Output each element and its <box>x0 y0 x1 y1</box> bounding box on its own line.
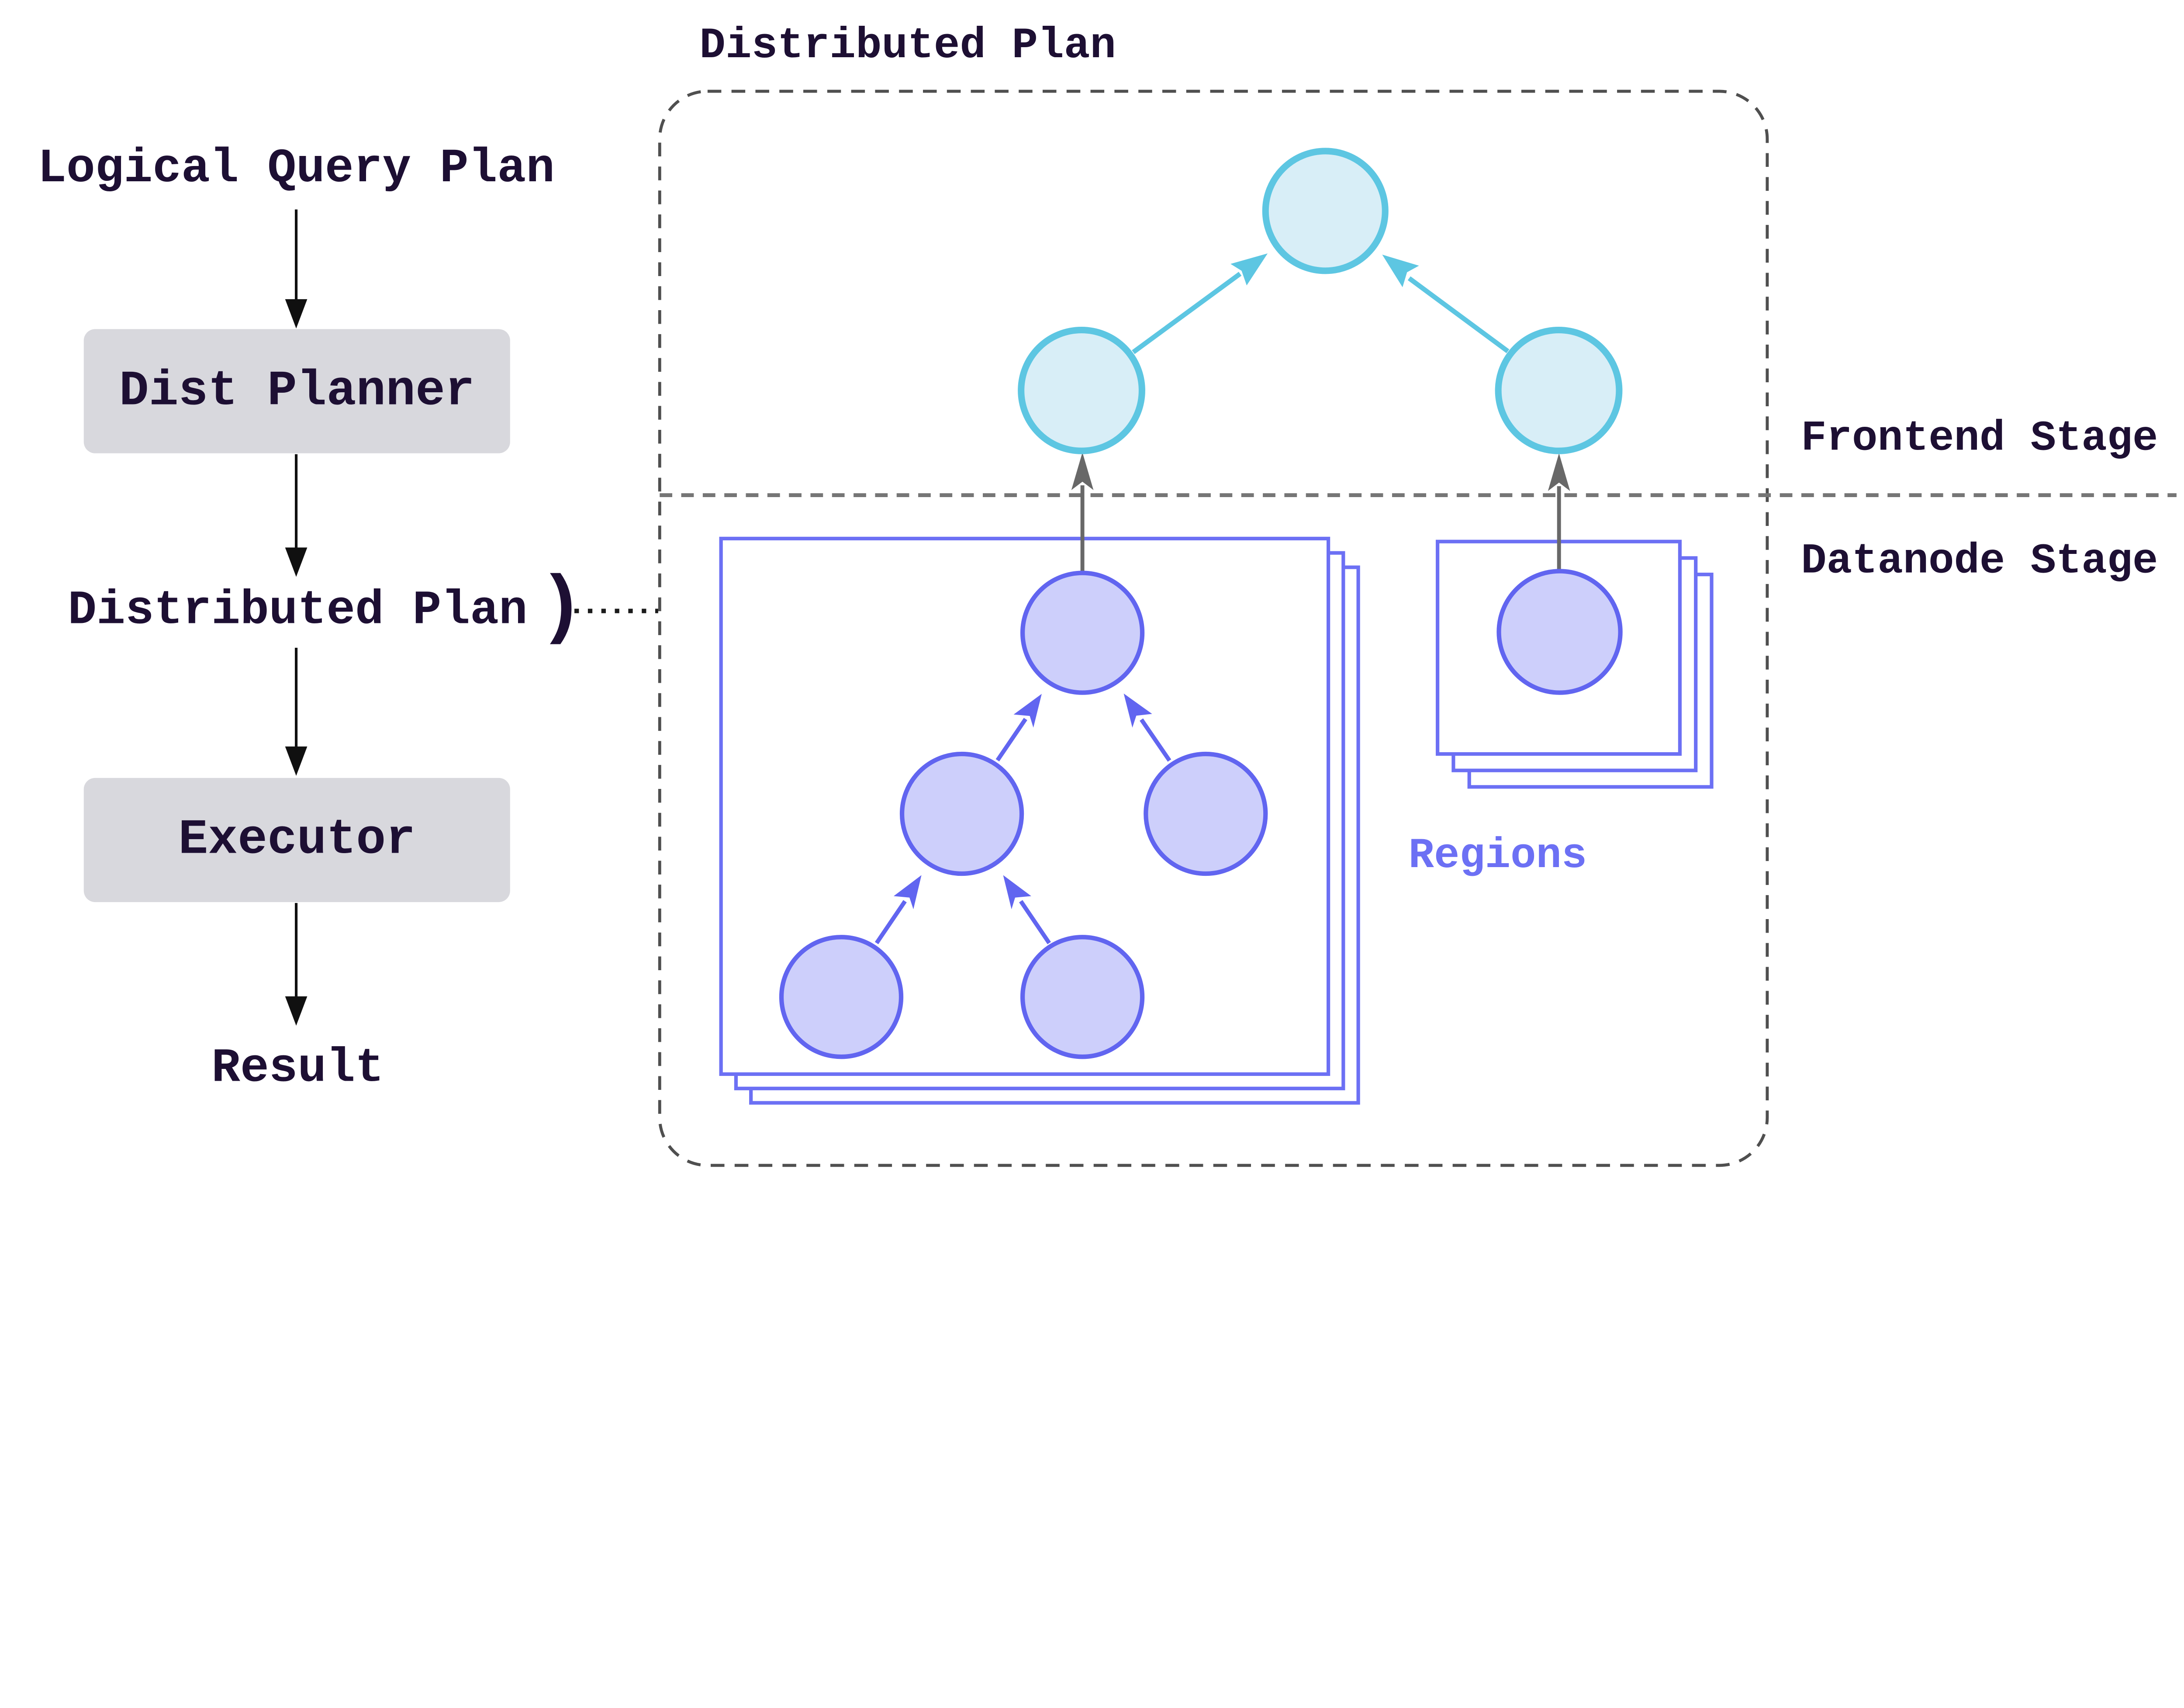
panel-title: Distributed Plan <box>699 21 1116 70</box>
label-distributed-plan-left: Distributed Plan <box>68 584 528 638</box>
diagram-graphics <box>285 90 2177 1167</box>
frontend-nodes <box>1018 148 1623 454</box>
datanode-mid-left-node <box>899 751 1024 876</box>
datanode-mid-right-node <box>1144 751 1268 876</box>
executor-box: Executor <box>83 778 510 902</box>
flow-arrow-4 <box>285 903 308 1026</box>
flow-arrow-1 <box>285 209 308 329</box>
diagram-canvas: Logical Query Plan Dist Planner Distribu… <box>38 21 2177 1167</box>
label-datanode-stage: Datanode Stage <box>1801 537 2158 585</box>
label-logical-query-plan: Logical Query Plan <box>38 142 555 196</box>
datanode-leaf-1-node <box>779 935 904 1059</box>
datanode-nodes <box>779 569 1623 1059</box>
gray-link-arrow-left <box>1071 452 1094 572</box>
datanode-root-node <box>1020 570 1145 695</box>
executor-box-label: Executor <box>178 812 416 868</box>
distributed-plan-panel-border <box>658 90 1769 1167</box>
frontend-root-node <box>1262 148 1389 274</box>
dist-planner-box-label: Dist Planner <box>119 363 475 419</box>
frontend-arrow-left <box>1132 253 1268 354</box>
frontend-left-node <box>1018 326 1145 454</box>
gray-link-arrow-right <box>1548 453 1570 571</box>
flow-arrow-2 <box>285 454 308 577</box>
datanode-leaf-2-node <box>1020 935 1145 1059</box>
frontend-right-node <box>1495 326 1623 454</box>
label-frontend-stage: Frontend Stage <box>1801 414 2158 463</box>
flow-arrow-3 <box>285 647 308 776</box>
label-result: Result <box>211 1041 384 1096</box>
dist-planner-box: Dist Planner <box>83 329 510 453</box>
label-regions: Regions <box>1408 832 1587 880</box>
datanode-tree-arrows <box>874 693 1171 944</box>
brace-glyph: ) <box>538 565 584 652</box>
frontend-arrow-right <box>1382 254 1510 353</box>
right-region-node <box>1496 569 1623 695</box>
